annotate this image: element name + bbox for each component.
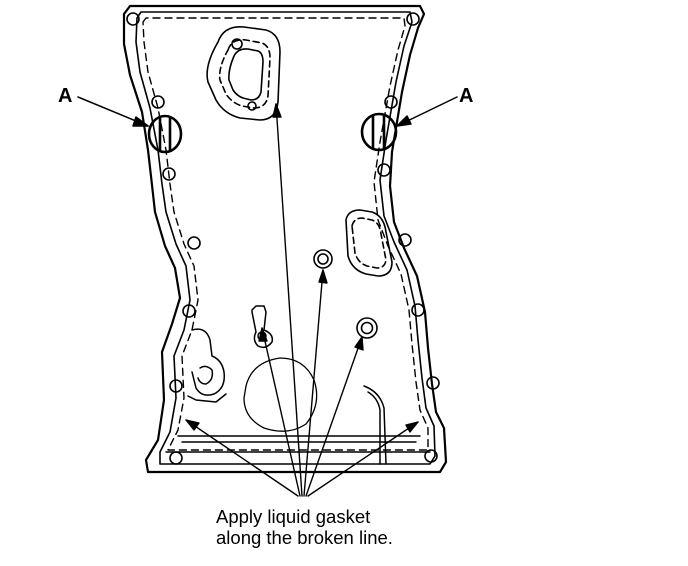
point-a-circles <box>147 112 398 154</box>
gasket-flange-line <box>135 11 436 465</box>
bolt-holes <box>126 12 440 465</box>
point-a-right-circle <box>360 112 398 152</box>
instruction-caption: Apply liquid gasket along the broken lin… <box>216 506 516 548</box>
upper-passage-gasket <box>206 25 281 121</box>
crank-seal-circle <box>243 357 318 432</box>
point-a-left-circle <box>147 114 183 154</box>
caption-leaders <box>185 103 419 497</box>
caption-line-2: along the broken line. <box>216 527 393 548</box>
cover-outer-outline <box>122 4 448 474</box>
caption-line-1: Apply liquid gasket <box>216 506 371 527</box>
right-bent-pipe <box>363 385 387 465</box>
point-a-label-left: A <box>58 85 73 107</box>
right-oval-opening <box>345 209 393 277</box>
small-grommets <box>313 249 378 339</box>
point-a-leaders <box>77 96 458 127</box>
left-internal-passage <box>187 328 227 403</box>
point-a-label-right: A <box>459 85 474 107</box>
liquid-gasket-broken-line <box>142 17 429 451</box>
